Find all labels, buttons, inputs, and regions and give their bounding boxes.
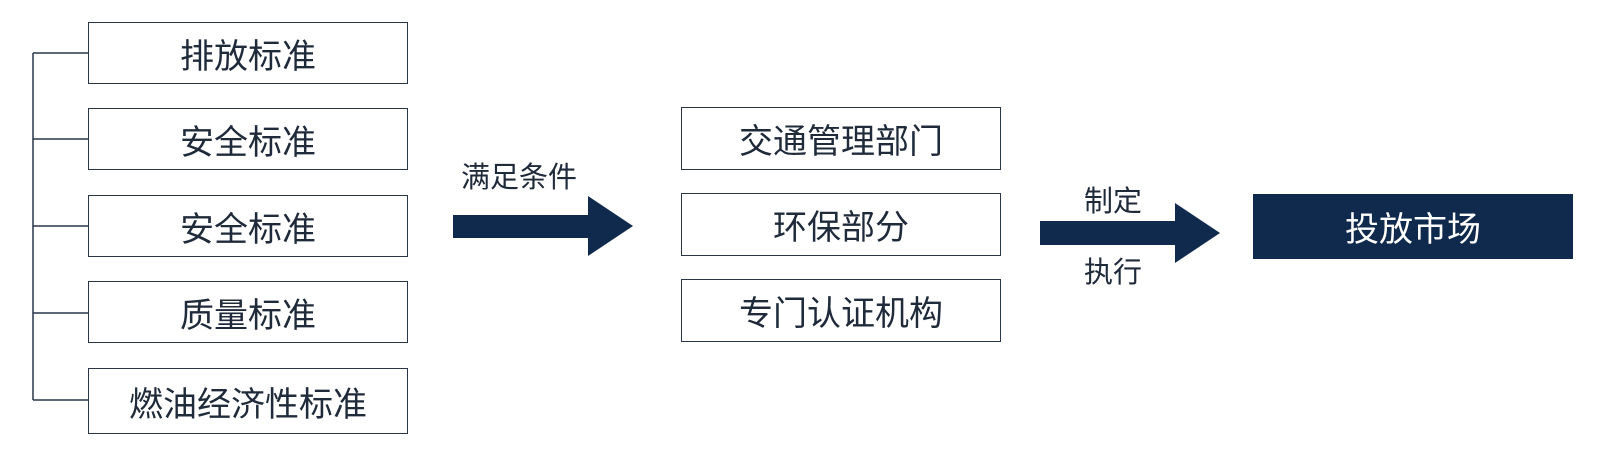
department-label: 环保部分: [773, 208, 909, 248]
department-label: 交通管理部门: [739, 122, 943, 162]
arrow-right-2: [1040, 203, 1220, 263]
arrow-right-1: [453, 196, 633, 256]
standard-label: 燃油经济性标准: [129, 384, 367, 425]
standard-box-fuel-economy: 燃油经济性标准: [88, 368, 408, 434]
arrow2-label-top: 制定: [1084, 184, 1143, 218]
arrow1-label: 满足条件: [461, 160, 578, 194]
standard-label: 质量标准: [180, 295, 316, 336]
standard-label: 安全标准: [180, 209, 316, 250]
department-box-traffic: 交通管理部门: [681, 107, 1001, 170]
standard-box-safety: 安全标准: [88, 108, 408, 170]
department-label: 专门认证机构: [739, 294, 943, 334]
standard-label: 安全标准: [180, 122, 316, 163]
market-launch-label: 投放市场: [1345, 210, 1481, 250]
standard-box-quality: 质量标准: [88, 281, 408, 343]
market-launch-box: 投放市场: [1253, 194, 1573, 259]
department-box-environment: 环保部分: [681, 193, 1001, 256]
arrow2-label-bottom: 执行: [1084, 255, 1143, 289]
standard-label: 排放标准: [180, 36, 316, 77]
department-box-certification: 专门认证机构: [681, 279, 1001, 342]
standard-box-safety-2: 安全标准: [88, 195, 408, 257]
standard-box-emission: 排放标准: [88, 22, 408, 84]
